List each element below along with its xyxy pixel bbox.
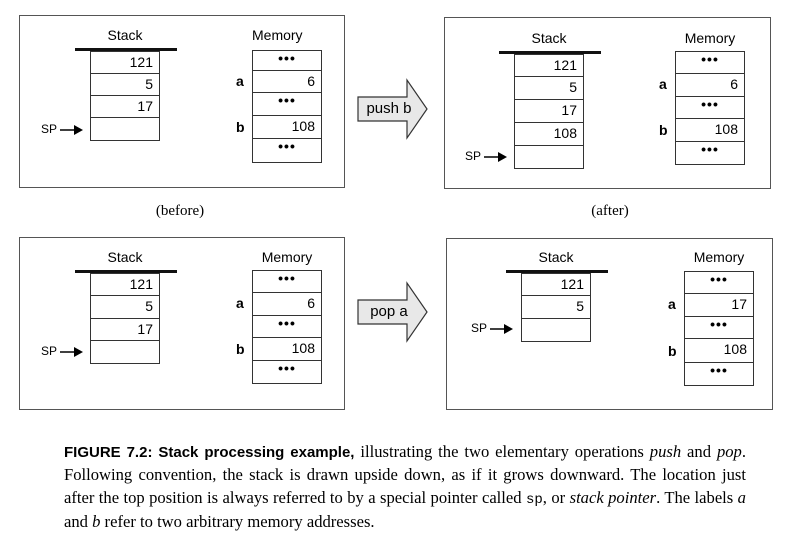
caption-term-pop: pop	[716, 442, 742, 461]
caption-text: and	[681, 442, 717, 461]
memory-cell-dots: •••	[252, 50, 322, 71]
memory-cell-dots: •••	[252, 315, 322, 338]
stack-heading: Stack	[107, 27, 143, 43]
address-b-label: b	[236, 119, 245, 135]
memory-cell-dots: •••	[675, 51, 745, 74]
stack-cell: 121	[90, 273, 160, 296]
arrow-right-icon	[60, 346, 84, 357]
sp-pointer: SP	[41, 344, 84, 358]
caption-text: . Following convention, the stack is dra…	[64, 442, 746, 507]
stack-cell-empty	[514, 145, 584, 169]
memory-cell-dots: •••	[252, 360, 322, 384]
figure-label: FIGURE 7.2: Stack processing example,	[64, 444, 355, 461]
stack-cell-empty	[90, 340, 160, 364]
stack-cell: 5	[90, 295, 160, 319]
stack-heading: Stack	[107, 249, 143, 265]
stack-cell: 17	[90, 318, 160, 341]
stack-cell: 108	[514, 122, 584, 146]
arrow-right-icon	[484, 151, 508, 162]
stack-top-bar	[506, 270, 608, 273]
address-a-label: a	[236, 73, 244, 89]
caption-term-b: b	[92, 511, 101, 531]
caption-term-sp: sp	[525, 491, 543, 508]
stack-cell: 5	[90, 73, 160, 96]
address-b-label: b	[236, 341, 245, 357]
stack-cell: 5	[521, 295, 591, 319]
memory-heading: Memory	[261, 249, 313, 265]
stack-cell: 5	[514, 76, 584, 100]
sp-label: SP	[41, 122, 57, 136]
arrow-right-icon	[60, 124, 84, 135]
stack-cell: 17	[514, 99, 584, 123]
stack-heading: Stack	[538, 249, 574, 265]
pop-operation-arrow: pop a	[357, 281, 429, 343]
caption-text: , or	[542, 487, 570, 507]
address-a-label: a	[668, 296, 676, 312]
sp-pointer: SP	[41, 122, 84, 136]
memory-cell-dots: •••	[252, 138, 322, 163]
before-label: (before)	[155, 203, 205, 219]
sp-pointer: SP	[465, 149, 508, 163]
memory-cell-b: 108	[252, 337, 322, 361]
memory-heading: Memory	[684, 30, 736, 46]
memory-heading: Memory	[252, 27, 303, 43]
stack-cell-empty	[90, 117, 160, 141]
caption-text: illustrating the two elementary operatio…	[354, 442, 650, 461]
after-label: (after)	[591, 203, 629, 219]
arrow-right-icon	[490, 323, 514, 334]
memory-cell-a: 6	[252, 70, 322, 93]
memory-cell-dots: •••	[252, 270, 322, 293]
address-a-label: a	[659, 76, 667, 92]
caption-text: and	[64, 511, 93, 531]
panel-before-push: Stack 121 5 17 SP Memory ••• 6 ••• 108 •…	[19, 15, 345, 188]
caption-text: refer to two arbitrary memory addresses.	[100, 511, 375, 531]
memory-cell-a: 6	[252, 292, 322, 316]
panel-after-pop: Stack 121 5 SP Memory ••• 17 ••• 108 •••…	[446, 238, 773, 410]
caption-text: . The labels	[656, 487, 738, 507]
caption-term-push: push	[649, 442, 682, 461]
memory-cell-a: 17	[684, 293, 754, 317]
sp-label: SP	[471, 321, 487, 335]
address-b-label: b	[668, 343, 677, 359]
push-operation-arrow: push b	[357, 78, 429, 140]
caption-term-stack-pointer: stack pointer	[569, 487, 657, 507]
pop-label: pop a	[370, 303, 408, 320]
stack-top-bar	[499, 51, 601, 54]
memory-cell-dots: •••	[684, 316, 754, 339]
memory-cell-b: 108	[684, 338, 754, 363]
panel-after-push: Stack 121 5 17 108 SP Memory ••• 6 ••• 1…	[444, 17, 771, 189]
memory-cell-dots: •••	[684, 271, 754, 294]
stack-cell: 121	[521, 273, 591, 296]
figure-caption: FIGURE 7.2: Stack processing example, il…	[64, 441, 746, 533]
sp-pointer: SP	[471, 321, 514, 335]
panel-before-pop: Stack 121 5 17 SP Memory ••• 6 ••• 108 •…	[19, 237, 345, 410]
memory-cell-dots: •••	[684, 362, 754, 386]
address-a-label: a	[236, 295, 244, 311]
stack-cell: 121	[90, 51, 160, 74]
push-label: push b	[366, 100, 412, 117]
stack-cell: 17	[90, 95, 160, 118]
memory-cell-dots: •••	[252, 92, 322, 116]
memory-heading: Memory	[693, 249, 745, 265]
sp-label: SP	[465, 149, 481, 163]
caption-term-a: a	[737, 487, 746, 507]
memory-cell-b: 108	[675, 118, 745, 142]
stack-top-bar	[75, 270, 177, 273]
sp-label: SP	[41, 344, 57, 358]
memory-cell-a: 6	[675, 73, 745, 97]
address-b-label: b	[659, 122, 668, 138]
stack-cell-empty	[521, 318, 591, 342]
memory-cell-dots: •••	[675, 141, 745, 165]
stack-heading: Stack	[531, 30, 567, 46]
memory-cell-b: 108	[252, 115, 322, 139]
memory-cell-dots: •••	[675, 96, 745, 119]
stack-top-bar	[75, 48, 177, 51]
stack-cell: 121	[514, 54, 584, 77]
